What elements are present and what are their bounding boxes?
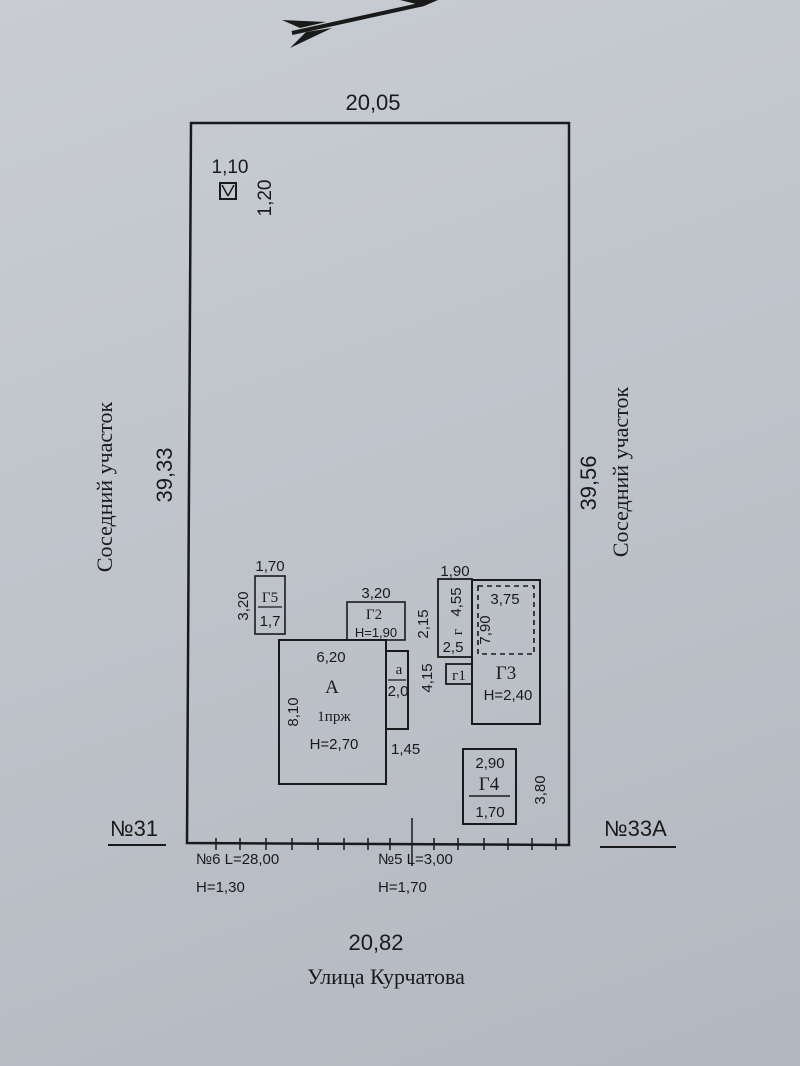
house-a-floors: 1прж xyxy=(317,709,351,725)
shed-g4-depth: 3,80 xyxy=(532,775,549,804)
garage-g3-inner-w: 3,75 xyxy=(490,591,519,608)
house-a-height: Н=2,70 xyxy=(310,736,359,753)
shed-g2-label: Г2 xyxy=(366,607,382,623)
shed-g5 xyxy=(254,575,286,635)
fence-6-height: Н=1,30 xyxy=(196,879,245,896)
shed-g2-width: 3,20 xyxy=(361,585,390,602)
plot-boundary xyxy=(185,121,571,847)
annex-g-size2: 2,5 xyxy=(443,639,464,656)
top-width-label: 20,05 xyxy=(345,90,400,115)
annex-a-depth: 4,15 xyxy=(419,663,436,692)
well-width: 1,10 xyxy=(212,157,249,178)
well-height: 1,20 xyxy=(255,180,276,217)
fence-5-label: №5 L=3,00 xyxy=(378,851,453,868)
annex-a-size: 2,0 xyxy=(388,683,409,700)
garage-g3-inner-h: 7,90 xyxy=(477,615,494,644)
house-a-width: 6,20 xyxy=(316,649,345,666)
annex-a xyxy=(385,650,409,730)
north-arrow-icon xyxy=(282,0,438,48)
shed-g4-width: 2,90 xyxy=(475,755,504,772)
left-neighbor-label: Соседний участок xyxy=(92,402,117,573)
shed-g5-size: 1,7 xyxy=(260,613,281,630)
shed-g4-size: 1,70 xyxy=(475,804,504,821)
annex-a-label: а xyxy=(396,662,403,678)
shed-g4 xyxy=(462,748,517,825)
annex-g-label: г xyxy=(450,629,466,635)
garage-g3-inner xyxy=(477,585,535,655)
shed-g5-label: Г5 xyxy=(262,590,278,606)
annex-g-size1: 4,55 xyxy=(448,587,465,616)
left-length-label: 39,33 xyxy=(152,447,177,502)
house-a-label: А xyxy=(325,677,339,698)
bottom-width-label: 20,82 xyxy=(348,930,403,955)
annex-g1-label: г1 xyxy=(452,668,466,684)
well-icon xyxy=(219,182,237,200)
neighbor-number-right: №33А xyxy=(604,816,667,841)
house-a-length: 8,10 xyxy=(285,697,302,726)
garage-g3-label: Г3 xyxy=(496,663,516,684)
shed-g2 xyxy=(346,601,406,641)
garage-g3-height: Н=2,40 xyxy=(484,687,533,704)
shed-g5-depth: 3,20 xyxy=(235,591,252,620)
garage-g3 xyxy=(471,579,541,725)
annex-g-side: 2,15 xyxy=(415,609,432,638)
right-neighbor-label: Соседний участок xyxy=(608,387,633,558)
annex-a-offset: 1,45 xyxy=(391,741,420,758)
fence-ticks xyxy=(215,838,557,850)
shed-g2-height: Н=1,90 xyxy=(355,625,397,640)
shed-g5-width: 1,70 xyxy=(255,558,284,575)
neighbor-number-left: №31 xyxy=(110,816,158,841)
right-length-label: 39,56 xyxy=(576,455,601,510)
annex-g-top: 1,90 xyxy=(440,563,469,580)
shed-g4-label: Г4 xyxy=(479,774,500,795)
street-label: Улица Курчатова xyxy=(307,964,465,989)
fence-6-label: №6 L=28,00 xyxy=(196,851,279,868)
fence-5-height: Н=1,70 xyxy=(378,879,427,896)
